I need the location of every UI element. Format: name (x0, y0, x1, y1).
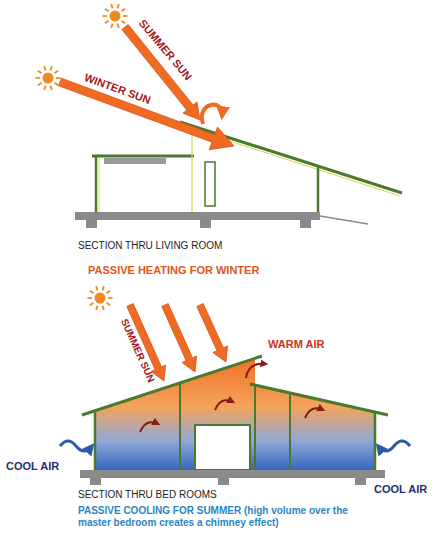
air-label: COOL AIR (6, 460, 59, 473)
air-temperature-fill (95, 359, 375, 470)
sun-ray (38, 71, 42, 74)
sun-ray (36, 77, 41, 79)
sun-ray (96, 286, 97, 290)
sun-ray (121, 21, 125, 24)
sun-ray (90, 291, 94, 294)
bedroom-section (60, 356, 410, 485)
convection-arrow (215, 400, 233, 410)
sun-ray (90, 303, 94, 306)
convection-arrow (305, 408, 323, 418)
footing (90, 478, 101, 485)
sun-ray (111, 4, 112, 8)
sun-ray-arrow (197, 304, 228, 363)
sun-ray (106, 291, 110, 294)
sun-ray (103, 15, 108, 17)
footing (86, 220, 97, 228)
section-caption: PASSIVE HEATING FOR WINTER (88, 264, 259, 277)
wall-lining (99, 158, 100, 212)
sun-ray (88, 297, 93, 299)
footing (200, 220, 211, 228)
sun-ray (56, 77, 61, 79)
sun-ray (102, 286, 103, 290)
high-roof (82, 356, 262, 415)
partition-wall (289, 393, 291, 470)
sun-ray (38, 83, 42, 86)
ground-line (320, 216, 368, 224)
sun-ray (54, 71, 58, 74)
cool-air-arrow (60, 441, 92, 451)
section-title: SECTION THRU BED ROOMS (78, 489, 217, 501)
sun-ray (121, 9, 125, 12)
air-label: COOL AIR (374, 483, 427, 496)
sun-ray (117, 4, 118, 8)
sun-disc (110, 11, 121, 22)
sun-symbol (103, 4, 128, 28)
door-opening (195, 425, 250, 470)
reflected-sun-arrow (202, 105, 222, 124)
footing (218, 478, 229, 485)
partition-wall (205, 162, 215, 206)
section-caption: PASSIVE COOLING FOR SUMMER (high volume … (78, 505, 378, 528)
shed-roof (180, 122, 402, 193)
sun-ray (50, 66, 51, 70)
floor-slab (80, 470, 385, 478)
wall (95, 156, 98, 212)
sun-label: SUMMER SUN (119, 317, 158, 384)
wall (374, 412, 377, 470)
partition-wall (254, 385, 256, 470)
sun-ray (117, 24, 118, 28)
sun-ray (105, 9, 109, 12)
sun-ray (44, 86, 45, 90)
sun-ray (106, 303, 110, 306)
footing (300, 220, 311, 228)
sun-ray (105, 21, 109, 24)
low-roof (250, 384, 388, 415)
sun-ray-arrow (162, 304, 197, 372)
clerestory-window (191, 126, 192, 212)
footing (355, 478, 366, 485)
wall (317, 167, 320, 212)
warm-air-exit-arrow (246, 364, 266, 378)
sun-label: SUMMER SUN (136, 17, 194, 83)
sun-ray (96, 306, 97, 310)
partition-wall (179, 384, 181, 470)
fascia (104, 158, 166, 164)
section-title: SECTION THRU LIVING ROOM (78, 240, 222, 252)
sun-ray (111, 24, 112, 28)
sun-ray (50, 86, 51, 90)
sun-ray-arrow (59, 78, 234, 150)
living-room-section (75, 122, 402, 228)
flat-roof (92, 155, 194, 158)
sun-ray (108, 297, 113, 299)
sun-ray (54, 83, 58, 86)
sun-label: WINTER SUN (83, 71, 153, 107)
sun-ray (102, 306, 103, 310)
sun-ray (44, 66, 45, 70)
wall (94, 411, 97, 470)
sun-disc (43, 73, 54, 84)
cool-air-arrow (378, 441, 410, 451)
sun-ray (123, 15, 128, 17)
sun-symbol (36, 66, 61, 90)
sun-symbol (88, 286, 113, 310)
sun-disc (95, 293, 106, 304)
air-label: WARM AIR (268, 338, 324, 351)
floor-slab (75, 212, 320, 220)
convection-arrow (140, 422, 158, 432)
